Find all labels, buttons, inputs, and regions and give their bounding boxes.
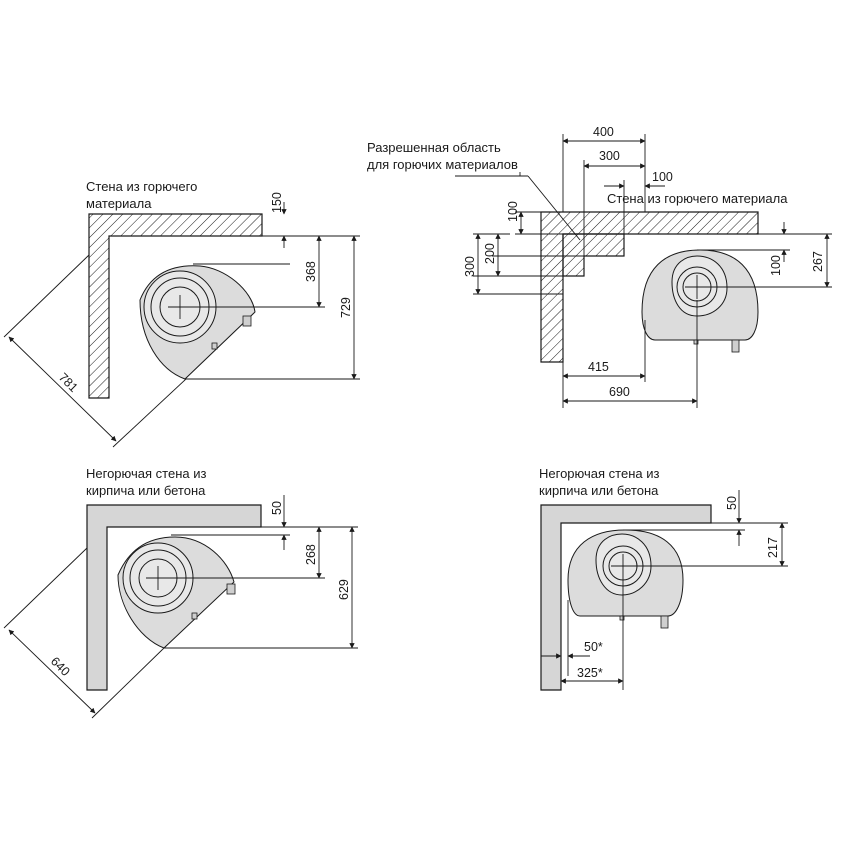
dim-325: 325* — [577, 666, 603, 680]
wall-label-line1: Стена из горючего — [86, 179, 197, 194]
dim-100-left: 100 — [506, 201, 520, 222]
wall-label-line2: материала — [86, 196, 152, 211]
dim-640: 640 — [48, 654, 73, 679]
wall-label-line1: Негорючая стена из — [539, 466, 659, 481]
dim-267: 267 — [811, 251, 825, 272]
dim-50: 50 — [270, 501, 284, 515]
stove-body — [139, 265, 256, 380]
dim-729: 729 — [339, 297, 353, 318]
wall-label-line2: кирпича или бетона — [539, 483, 659, 498]
dim-200: 200 — [483, 243, 497, 264]
dim-629: 629 — [337, 579, 351, 600]
dim-400: 400 — [593, 125, 614, 139]
dim-50-top: 50 — [725, 496, 739, 510]
wall-label-line2: кирпича или бетона — [86, 483, 206, 498]
dim-300-top: 300 — [599, 149, 620, 163]
dim-100-right: 100 — [769, 255, 783, 276]
diagram-allowed-area: Разрешенная область для горючих материал… — [367, 125, 832, 408]
stove-body — [641, 249, 759, 353]
allowed-area — [562, 233, 625, 277]
dim-781: 781 — [56, 370, 81, 395]
diagram-noncombustible-corner: Негорючая стена из кирпича или бетона 50… — [3, 466, 358, 719]
dim-268: 268 — [304, 544, 318, 565]
diagram-combustible-corner: Стена из горючего материала 150 368 729 — [3, 179, 360, 448]
dim-217: 217 — [766, 537, 780, 558]
dim-150: 150 — [270, 192, 284, 213]
stove-body — [117, 536, 236, 649]
stove-body — [567, 529, 684, 629]
dim-300-left: 300 — [463, 256, 477, 277]
area-label-line1: Разрешенная область — [367, 140, 501, 155]
dim-690: 690 — [609, 385, 630, 399]
dim-50-side: 50* — [584, 640, 603, 654]
dim-415: 415 — [588, 360, 609, 374]
area-label-line2: для горючих материалов — [367, 157, 518, 172]
diagram-noncombustible-straight: Негорючая стена из кирпича или бетона 50… — [539, 466, 788, 691]
dim-100-top: 100 — [652, 170, 673, 184]
wall-label: Стена из горючего материала — [607, 191, 788, 206]
wall-label-line1: Негорючая стена из — [86, 466, 206, 481]
dim-368: 368 — [304, 261, 318, 282]
